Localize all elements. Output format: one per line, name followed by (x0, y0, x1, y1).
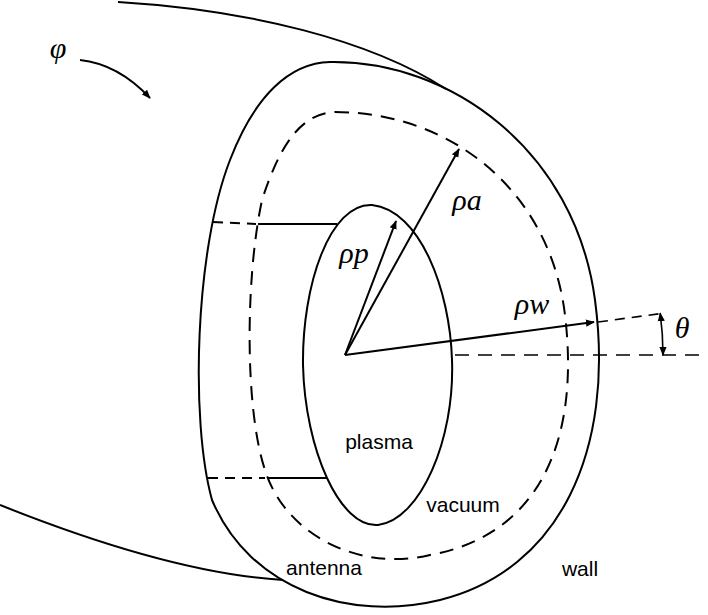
angle-arc (660, 313, 663, 355)
strap-extension (213, 222, 256, 224)
wall-outline (199, 62, 599, 607)
toroidal-angle-symbol: φ (50, 33, 67, 63)
antenna-strap (267, 477, 326, 479)
tube-outline (0, 505, 283, 580)
strap-extension (208, 477, 265, 479)
plasma-shape (295, 195, 465, 535)
angle-line (598, 313, 665, 322)
tube-outline (118, 2, 446, 89)
region-label: plasma (345, 431, 413, 452)
radius-symbol: ρa (452, 185, 481, 215)
radius-arrow (345, 322, 594, 355)
toroidal-arrow (80, 60, 150, 98)
region-label: wall (562, 558, 598, 579)
region-label: vacuum (426, 494, 500, 515)
region-label: antenna (286, 557, 362, 578)
antenna-strap (258, 223, 337, 225)
antenna-surface (250, 112, 568, 559)
poloidal-angle-symbol: θ (675, 313, 690, 343)
radius-symbol: ρw (515, 289, 549, 319)
radius-symbol: ρp (339, 238, 368, 268)
plasma-region: plasma (295, 195, 465, 535)
plasma-boundary (303, 205, 452, 525)
